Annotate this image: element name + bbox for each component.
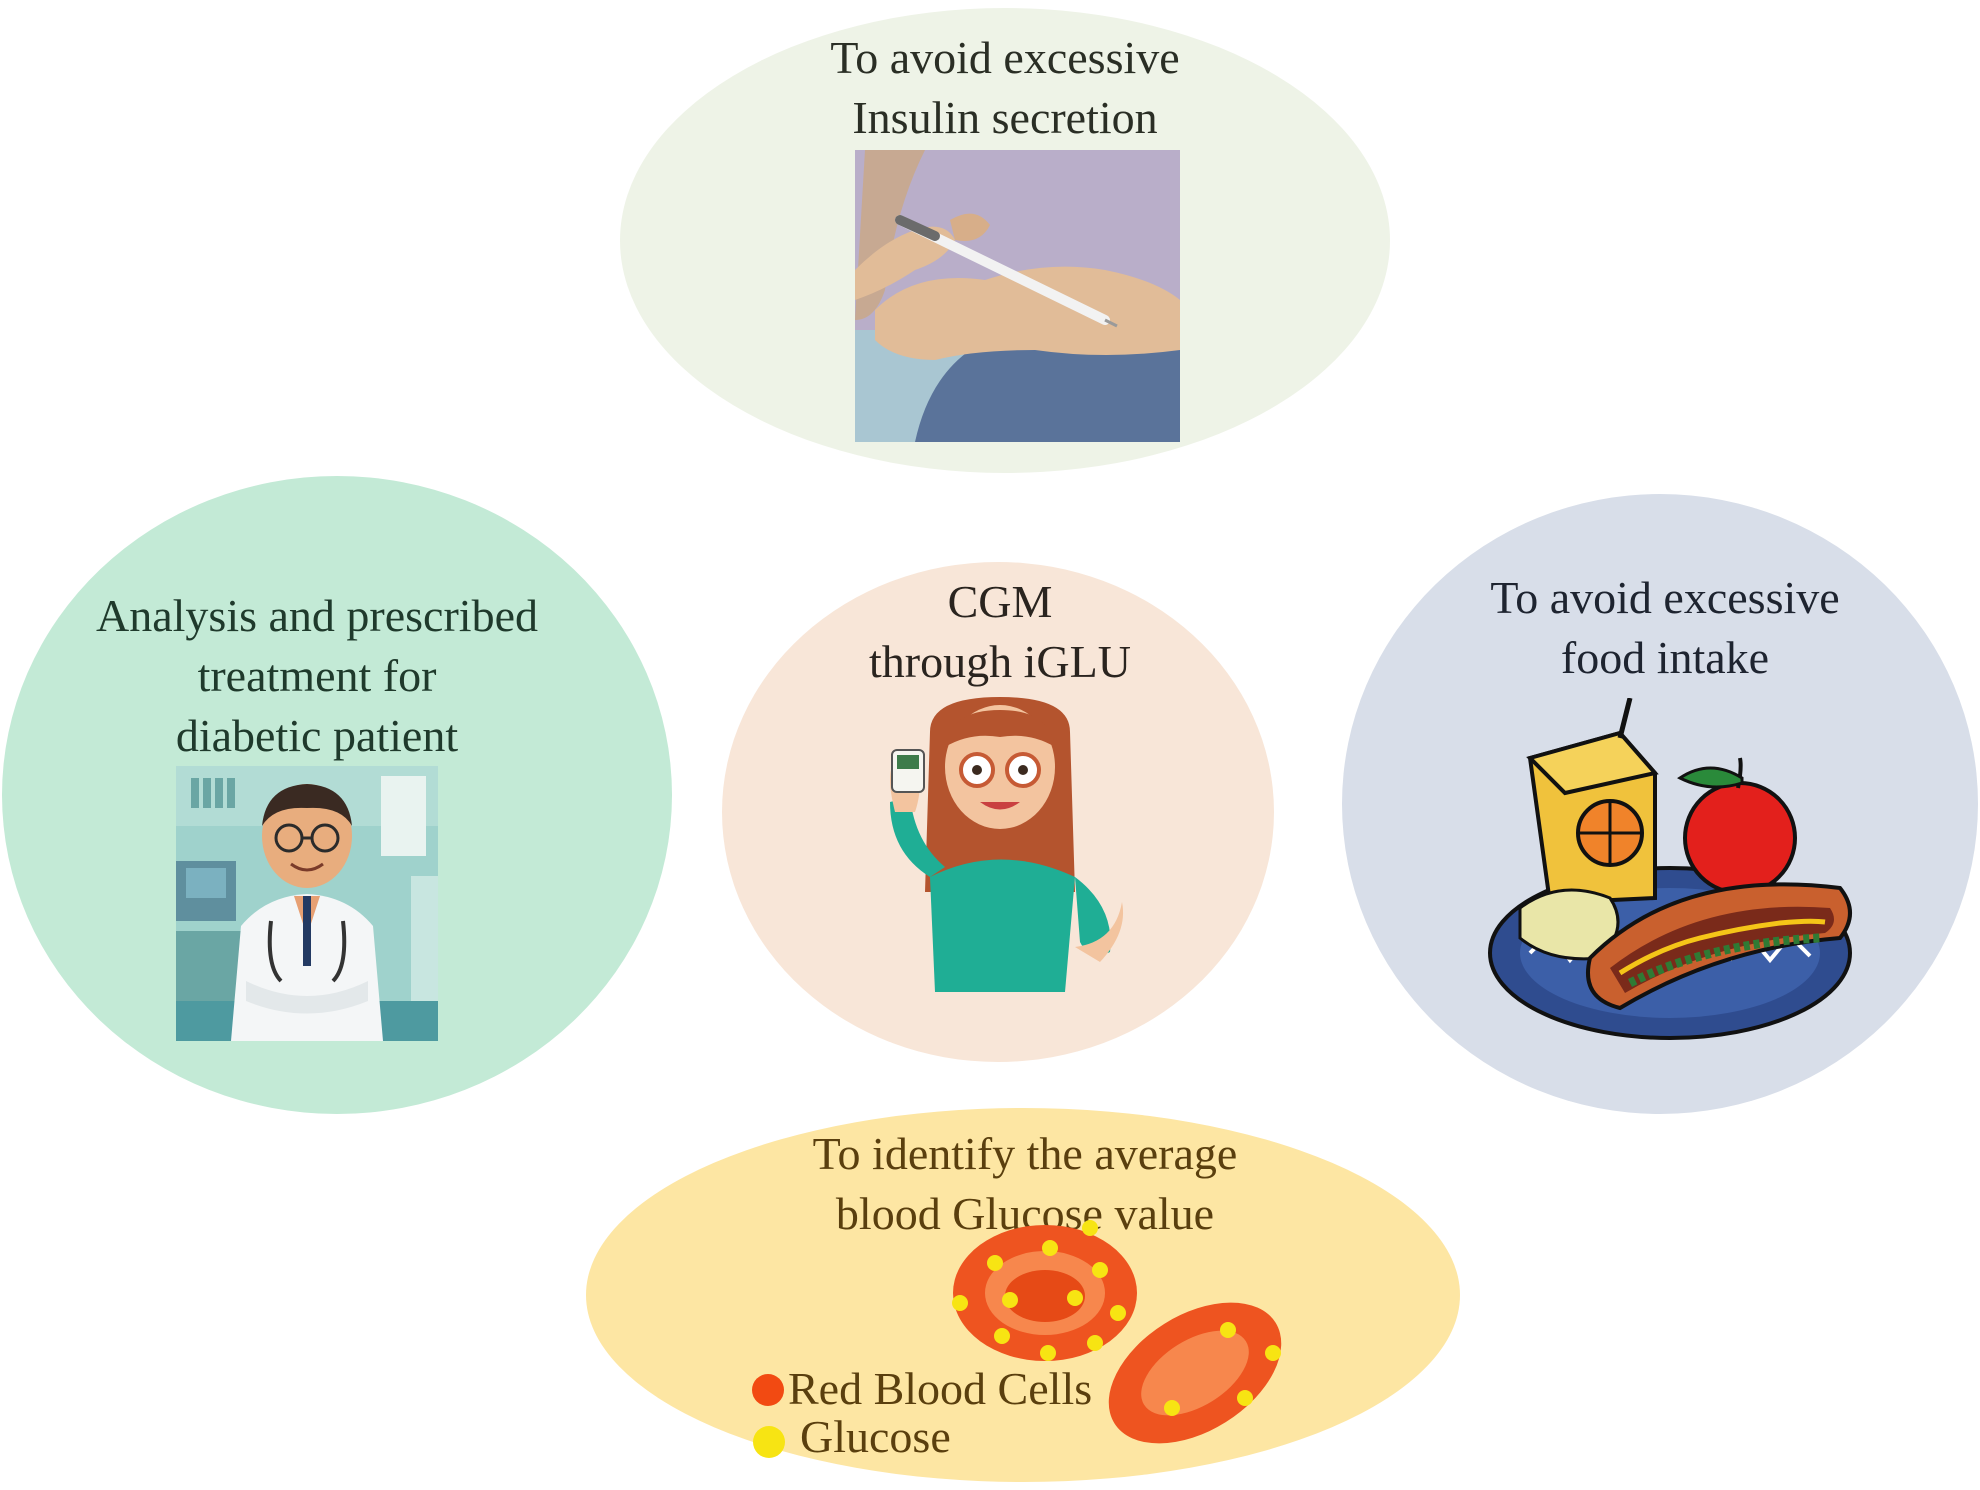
center-label-line-2: through iGLU bbox=[869, 636, 1131, 687]
legend-red-blood-cells-dot bbox=[752, 1374, 784, 1406]
girl-with-glucometer-illustration bbox=[860, 692, 1150, 992]
insulin-injection-illustration bbox=[855, 150, 1180, 442]
top-label-line-2: Insulin secretion bbox=[852, 92, 1158, 143]
junk-food-plate-illustration bbox=[1480, 698, 1860, 1058]
bottom-label-line-1: To identify the average bbox=[812, 1128, 1238, 1179]
red-blood-cells-illustration bbox=[940, 1218, 1320, 1473]
center-label-line-1: CGM bbox=[947, 576, 1053, 627]
top-label: To avoid excessive Insulin secretion bbox=[700, 28, 1310, 148]
legend-glucose-label: Glucose bbox=[800, 1411, 951, 1462]
left-label-line-2: treatment for bbox=[197, 650, 437, 701]
top-label-line-1: To avoid excessive bbox=[830, 32, 1180, 83]
left-label-line-3: diabetic patient bbox=[175, 710, 459, 761]
bottom-label: To identify the average blood Glucose va… bbox=[700, 1124, 1350, 1244]
doctor-illustration bbox=[176, 766, 438, 1041]
legend-glucose-dot bbox=[753, 1426, 785, 1458]
left-label-line-1: Analysis and prescribed bbox=[96, 590, 538, 641]
right-label-line-1: To avoid excessive bbox=[1490, 572, 1840, 623]
left-label: Analysis and prescribed treatment for di… bbox=[32, 586, 602, 766]
right-label: To avoid excessive food intake bbox=[1370, 568, 1960, 688]
legend-red-blood-cells-label: Red Blood Cells bbox=[788, 1363, 1093, 1414]
right-label-line-2: food intake bbox=[1560, 632, 1770, 683]
center-label: CGM through iGLU bbox=[800, 572, 1200, 692]
